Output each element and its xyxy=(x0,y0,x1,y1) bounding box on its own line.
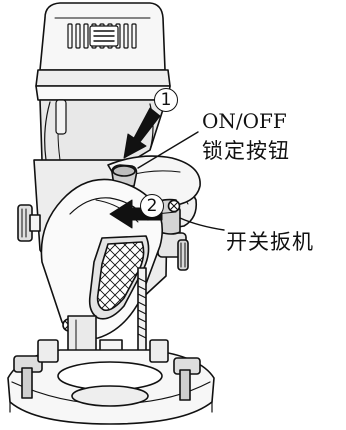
arrow-2-icon xyxy=(109,199,163,229)
step-2-number: 2 xyxy=(146,196,158,216)
onoff-label: ON/OFF 锁定按钮 xyxy=(202,108,290,164)
motor-housing-top xyxy=(39,2,166,71)
callout-leaders xyxy=(137,131,225,231)
trigger-label: 开关扳机 xyxy=(226,230,314,254)
onoff-label-line2: 锁定按钮 xyxy=(202,139,290,163)
arrow-1-icon xyxy=(123,107,161,159)
step-1-marker: 1 xyxy=(154,88,178,112)
side-knob-left xyxy=(17,204,41,242)
depth-adjust-rod xyxy=(137,267,147,359)
motor-body xyxy=(35,69,171,173)
router-base xyxy=(7,339,215,425)
step-2-marker: 2 xyxy=(140,194,164,218)
step-1-number: 1 xyxy=(160,90,172,110)
trigger-screw-icon xyxy=(167,199,181,213)
onoff-label-line1: ON/OFF xyxy=(202,109,287,133)
